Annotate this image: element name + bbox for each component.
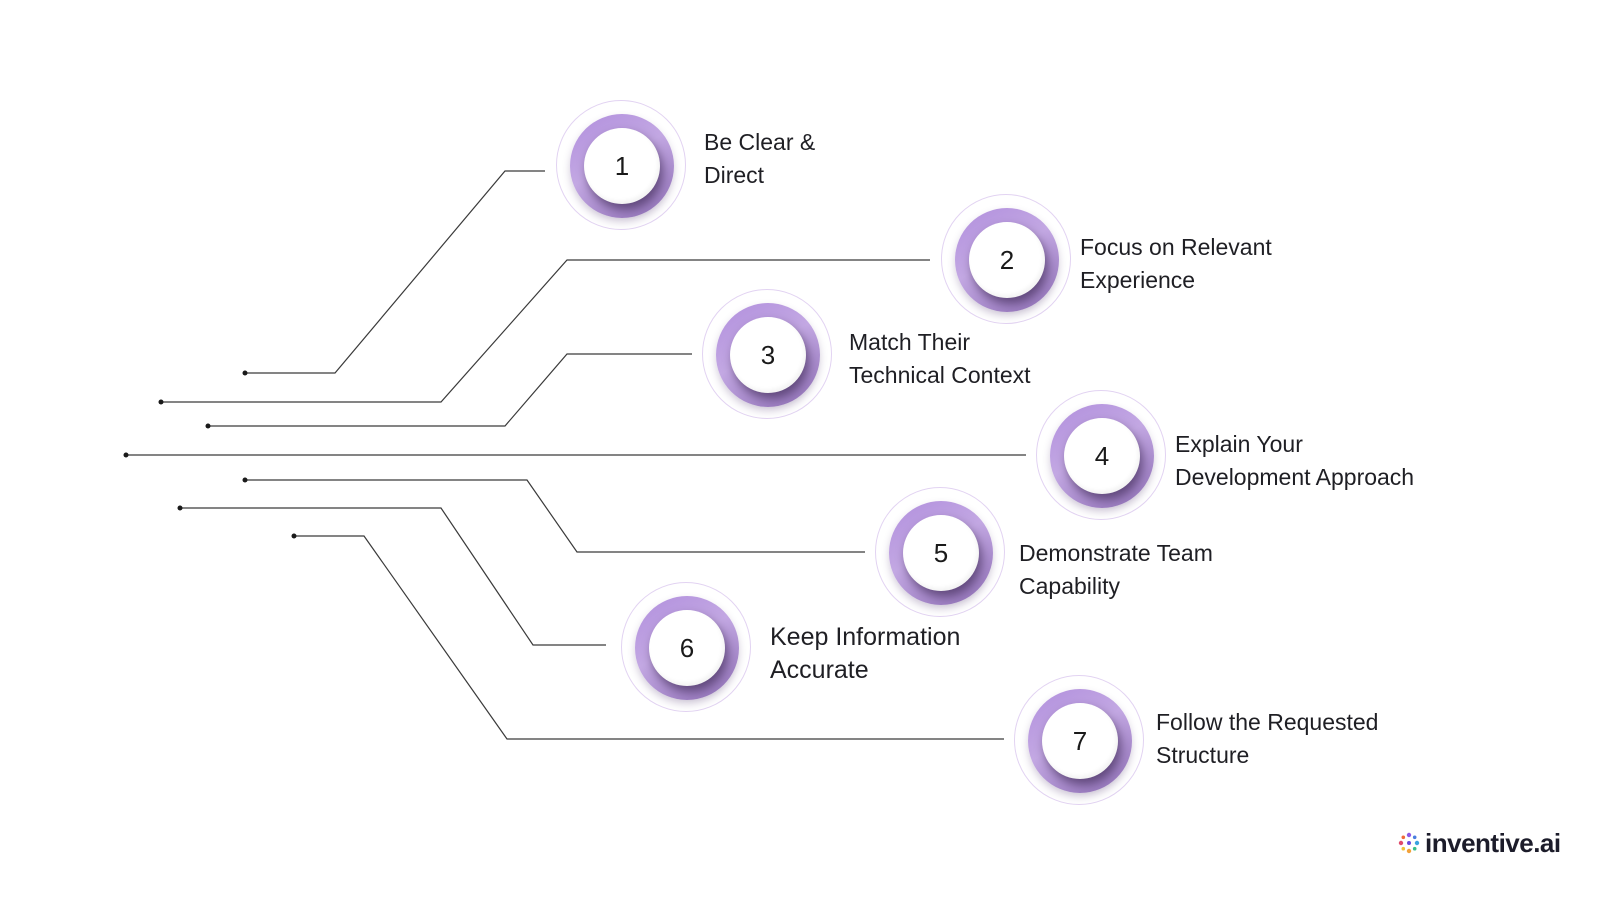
logo-mark-icon <box>1398 832 1420 854</box>
step-label-line: Structure <box>1156 742 1250 768</box>
connector-line-6 <box>180 507 606 646</box>
step-badge-gradient: 4 <box>1050 404 1154 508</box>
step-badge-gradient: 1 <box>570 114 674 218</box>
connector-line-7 <box>294 535 1004 740</box>
step-number: 1 <box>584 128 660 204</box>
connector-line-1 <box>245 170 545 374</box>
step-number: 4 <box>1064 418 1140 494</box>
step-badge-ring: 3 <box>702 289 832 419</box>
step-label-line: Demonstrate Team <box>1019 540 1213 566</box>
step-label-2: Focus on Relevant Experience <box>1080 231 1272 297</box>
connector-line-3 <box>208 353 692 427</box>
step-badge-ring: 1 <box>556 100 686 230</box>
step-label-line: Experience <box>1080 267 1196 293</box>
step-label-6: Keep Information Accurate <box>770 621 960 687</box>
step-label-line: Direct <box>704 162 765 188</box>
step-badge-ring: 5 <box>875 487 1005 617</box>
step-label-4: Explain Your Development Approach <box>1175 428 1414 494</box>
step-label-line: Focus on Relevant <box>1080 234 1272 260</box>
connector-dot-7 <box>291 533 297 539</box>
step-badge-ring: 6 <box>621 582 751 712</box>
step-badge-gradient: 7 <box>1028 689 1132 793</box>
step-badge-ring: 2 <box>941 194 1071 324</box>
step-badge-gradient: 3 <box>716 303 820 407</box>
step-badge-gradient: 5 <box>889 501 993 605</box>
step-label-line: Keep Information <box>770 623 961 651</box>
step-number: 3 <box>730 317 806 393</box>
step-badge-gradient: 2 <box>955 208 1059 312</box>
step-label-1: Be Clear & Direct <box>704 126 815 192</box>
logo-text: inventive.ai <box>1425 827 1561 858</box>
step-label-line: Accurate <box>770 656 869 684</box>
step-label-3: Match Their Technical Context <box>849 326 1031 392</box>
step-badge-gradient: 6 <box>635 596 739 700</box>
connector-dot-6 <box>177 505 183 511</box>
step-label-line: Development Approach <box>1175 464 1415 490</box>
step-label-line: Follow the Requested <box>1156 709 1379 735</box>
step-label-line: Explain Your <box>1175 431 1303 457</box>
connector-dot-2 <box>158 399 164 405</box>
step-label-line: Be Clear & <box>704 129 816 155</box>
connector-dot-4 <box>123 452 129 458</box>
inventive-logo: inventive.ai <box>1398 826 1561 860</box>
connector-dot-1 <box>242 370 248 376</box>
step-number: 7 <box>1042 703 1118 779</box>
step-label-line: Match Their <box>849 329 971 355</box>
connector-dot-3 <box>205 423 211 429</box>
connector-line-5 <box>245 479 865 553</box>
step-badge-ring: 7 <box>1014 675 1144 805</box>
step-number: 2 <box>969 222 1045 298</box>
step-label-7: Follow the Requested Structure <box>1156 706 1378 772</box>
step-label-5: Demonstrate Team Capability <box>1019 537 1213 603</box>
step-number: 5 <box>903 515 979 591</box>
connector-dot-5 <box>242 477 248 483</box>
step-number: 6 <box>649 610 725 686</box>
step-badge-ring: 4 <box>1036 390 1166 520</box>
step-label-line: Capability <box>1019 573 1120 599</box>
connector-line-2 <box>161 259 930 403</box>
step-label-line: Technical Context <box>849 362 1031 388</box>
